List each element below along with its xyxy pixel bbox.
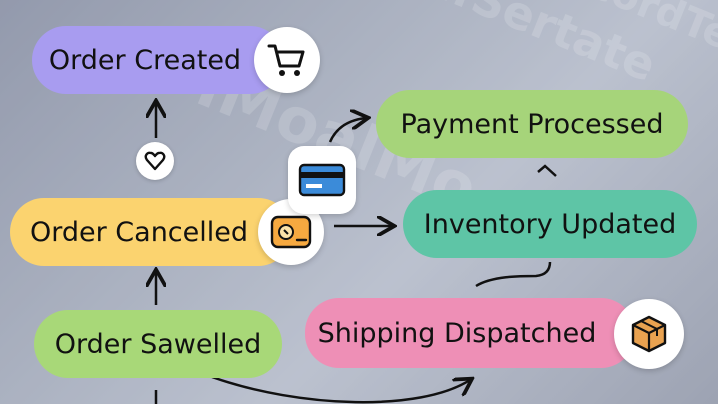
node-label: Payment Processed	[400, 108, 664, 140]
arrow-shipping-to-inventory	[475, 261, 552, 288]
node-label: Inventory Updated	[423, 208, 677, 240]
node-payment-processed[interactable]: Payment Processed	[376, 90, 688, 158]
heart-link-icon	[136, 142, 174, 180]
node-order-sawelled[interactable]: Order Sawelled	[34, 310, 282, 378]
arrow-sawelled-to-shipping	[211, 375, 470, 404]
node-label: Shipping Dispatched	[317, 317, 597, 349]
node-inventory-updated[interactable]: Inventory Updated	[403, 190, 697, 258]
credit-card-icon	[288, 146, 356, 214]
arrow-inventory-to-payment	[537, 164, 557, 177]
node-order-created[interactable]: Order Created	[32, 26, 284, 94]
package-icon	[614, 299, 684, 369]
node-label: Order Cancelled	[29, 216, 249, 248]
arrow-to-payment	[328, 118, 366, 143]
node-order-cancelled[interactable]: Order Cancelled	[10, 198, 292, 266]
node-shipping-dispatched[interactable]: Shipping Dispatched	[305, 298, 635, 368]
node-label: Order Sawelled	[54, 328, 262, 360]
cart-icon	[254, 27, 320, 93]
node-label: Order Created	[48, 44, 242, 76]
